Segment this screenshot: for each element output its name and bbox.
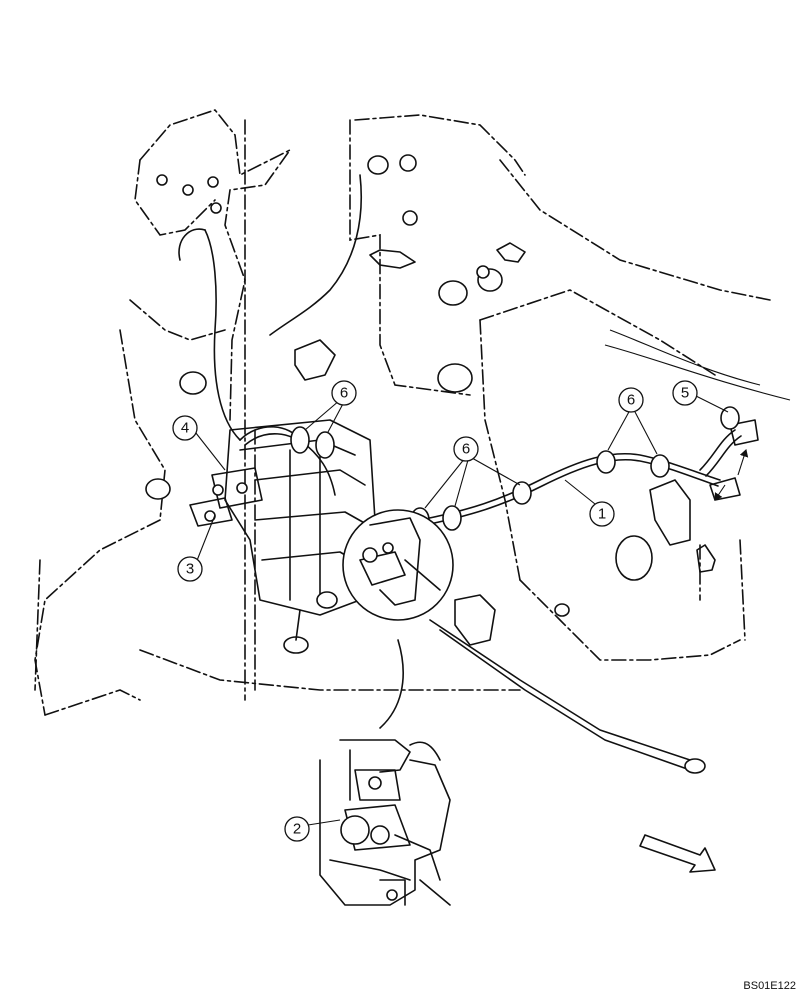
callout-2: 2 (284, 816, 310, 842)
callout-label: 2 (293, 821, 301, 838)
callout-1: 1 (589, 501, 615, 527)
callout-4: 4 (172, 415, 198, 441)
wiring-harness (178, 174, 759, 527)
detail-magnifier (342, 509, 454, 729)
control-valve-assembly (189, 419, 376, 654)
callout-label: 6 (340, 385, 348, 402)
callout-6c: 6 (618, 387, 644, 413)
callout-6b: 6 (453, 436, 479, 462)
drawing-code: BS01E122 (743, 980, 796, 992)
callout-label: 1 (598, 506, 606, 523)
callout-5: 5 (672, 380, 698, 406)
detail-view-switch (319, 739, 451, 906)
callout-label: 4 (181, 420, 189, 437)
grommets (145, 154, 653, 617)
callout-label: 6 (462, 441, 470, 458)
connector-arrow (737, 448, 749, 476)
connector-arrow (714, 484, 726, 501)
direction-arrow (639, 834, 716, 873)
callout-6a: 6 (331, 380, 357, 406)
callout-label: 3 (186, 561, 194, 578)
brackets (294, 242, 716, 646)
callout-label: 5 (681, 385, 689, 402)
chassis-outline (34, 109, 791, 774)
callout-3: 3 (177, 556, 203, 582)
callout-label: 6 (627, 392, 635, 409)
callout-leaders (191, 395, 729, 826)
